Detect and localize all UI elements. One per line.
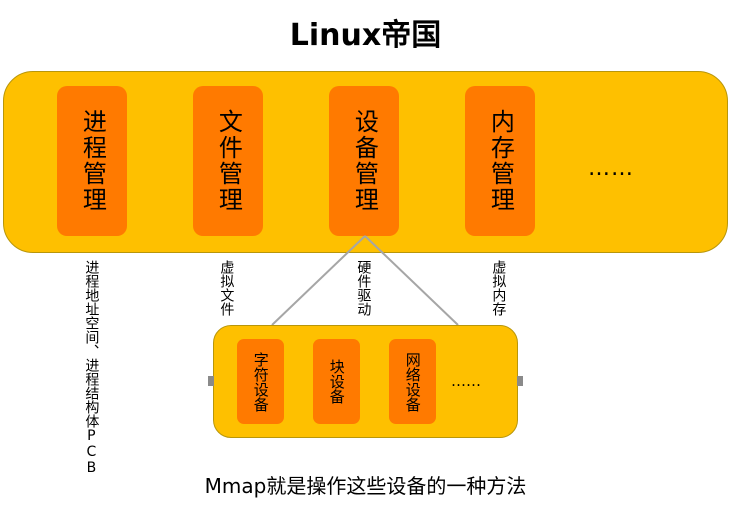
note-file: 虚拟文件 xyxy=(218,260,235,316)
modules-more: …… xyxy=(588,156,634,181)
module-memory-management: 内存管理 xyxy=(465,86,535,236)
device-panel-right-handle xyxy=(517,376,523,386)
device-panel-left-handle xyxy=(208,376,214,386)
module-process-management: 进程管理 xyxy=(57,86,127,236)
module-device-management: 设备管理 xyxy=(329,86,399,236)
devices-more: …… xyxy=(451,372,481,390)
device-network: 网络设备 xyxy=(389,339,436,424)
module-file-management: 文件管理 xyxy=(193,86,263,236)
device-block: 块设备 xyxy=(313,339,360,424)
diagram-title: Linux帝国 xyxy=(289,18,442,53)
note-device: 硬件驱动 xyxy=(355,260,372,316)
connector-line-left xyxy=(271,235,366,326)
note-process: 进程地址空间、进程结构体PCB xyxy=(83,260,100,476)
device-character: 字符设备 xyxy=(237,339,284,424)
caption: Mmap就是操作这些设备的一种方法 xyxy=(204,474,527,498)
connector-line-right xyxy=(364,235,459,326)
note-memory: 虚拟内存 xyxy=(490,260,507,316)
